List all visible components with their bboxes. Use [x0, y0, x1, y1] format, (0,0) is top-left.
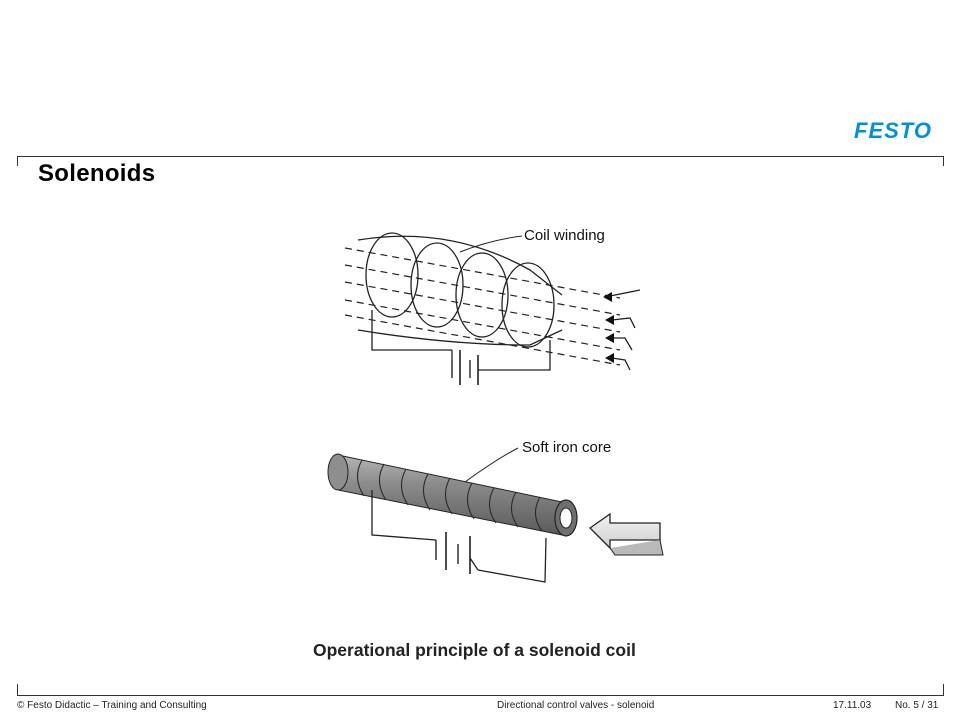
- coil-winding-drawing: [344, 232, 641, 385]
- footer-copyright: © Festo Didactic – Training and Consulti…: [17, 700, 207, 711]
- slide-title: Solenoids: [38, 160, 156, 187]
- header-rule: [17, 156, 944, 157]
- footer-rule: [17, 695, 944, 696]
- header-rule-left-tick: [17, 156, 18, 166]
- footer-rule-right-tick: [943, 684, 944, 696]
- footer-topic: Directional control valves - solenoid: [497, 700, 655, 711]
- footer-page-number: No. 5 / 31: [895, 700, 939, 711]
- soft-iron-core-label: Soft iron core: [522, 439, 611, 456]
- coil-winding-label: Coil winding: [524, 227, 605, 244]
- iron-core-drawing: [327, 447, 664, 583]
- header-rule-right-tick: [943, 156, 944, 166]
- festo-logo: FESTO: [854, 118, 932, 142]
- solenoid-diagram: Coil winding: [313, 227, 664, 660]
- figure-caption: Operational principle of a solenoid coil: [313, 640, 636, 660]
- svg-text:FESTO: FESTO: [854, 118, 932, 142]
- footer-date: 17.11.03: [833, 700, 872, 711]
- footer-rule-left-tick: [17, 684, 18, 696]
